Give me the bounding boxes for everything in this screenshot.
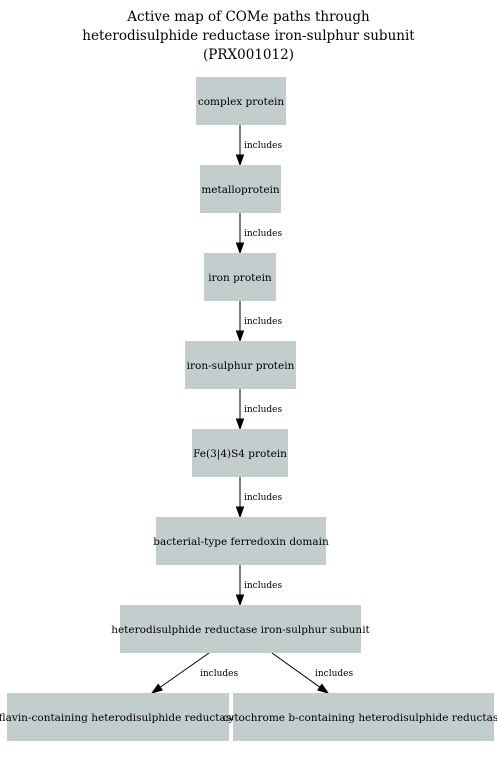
node-box[interactable] [233,693,494,741]
arrowhead-icon [235,594,245,607]
node-label: cytochrome b-containing heterodisulphide… [223,712,497,724]
node-label: metalloprotein [201,184,280,196]
arrowhead-icon [235,418,245,431]
arrowhead-icon [235,242,245,255]
edge-label: includes [315,669,353,679]
edge-label: includes [244,317,282,327]
edges-layer: includes includes includes includes includes… [150,125,353,694]
node-n9[interactable]: cytochrome b-containing heterodisulphide… [223,693,497,741]
edge-label: includes [200,669,238,679]
node-label: iron protein [208,272,272,284]
diagram-title-line-2: heterodisulphide reductase iron-sulphur … [82,28,415,44]
edge-n7-to-n9: includes [271,652,353,694]
node-n3[interactable]: iron protein [204,253,276,301]
node-box[interactable] [204,253,276,301]
node-box[interactable] [156,517,326,565]
node-box[interactable] [185,341,296,389]
node-label: iron-sulphur protein [187,360,295,372]
edge-n2-to-n3: includes [235,213,282,255]
edge-label: includes [244,405,282,415]
edge-label: includes [244,229,282,239]
edge-label: includes [244,581,282,591]
node-label: bacterial-type ferredoxin domain [153,536,329,548]
node-box[interactable] [7,693,229,741]
node-box[interactable] [196,77,286,125]
node-n8[interactable]: flavin-containing heterodisulphide reduc… [0,693,237,741]
edge-n4-to-n5: includes [235,389,282,431]
edge-n1-to-n2: includes [235,125,282,167]
node-box[interactable] [200,165,281,213]
node-label: complex protein [198,96,285,108]
edge-n3-to-n4: includes [235,301,282,343]
node-label: flavin-containing heterodisulphide reduc… [0,712,237,724]
edge-label: includes [244,493,282,503]
node-n1[interactable]: complex protein [196,77,286,125]
diagram-title-line-3: (PRX001012) [203,47,294,63]
nodes-layer: complex protein metalloprotein iron protei… [0,77,497,741]
arrowhead-icon [235,154,245,167]
arrowhead-icon [235,330,245,343]
node-n4[interactable]: iron-sulphur protein [185,341,296,389]
node-n6[interactable]: bacterial-type ferredoxin domain [153,517,329,565]
node-label: heterodisulphide reductase iron-sulphur … [111,624,370,636]
arrowhead-icon [235,506,245,519]
node-box[interactable] [192,429,288,477]
edge-n7-to-n8: includes [150,652,238,694]
edge-label: includes [244,141,282,151]
node-n7[interactable]: heterodisulphide reductase iron-sulphur … [111,605,371,653]
arrowhead-icon [317,683,330,694]
edge-line [271,652,321,688]
diagram-title-line-1: Active map of COMe paths through [126,9,370,25]
edge-line [159,652,210,688]
node-n2[interactable]: metalloprotein [200,165,281,213]
node-box[interactable] [120,605,361,653]
arrowhead-icon [150,683,164,694]
node-label: Fe(3|4)S4 protein [193,448,287,461]
edge-n5-to-n6: includes [235,477,282,519]
node-n5[interactable]: Fe(3|4)S4 protein [192,429,288,477]
edge-n6-to-n7: includes [235,565,282,607]
